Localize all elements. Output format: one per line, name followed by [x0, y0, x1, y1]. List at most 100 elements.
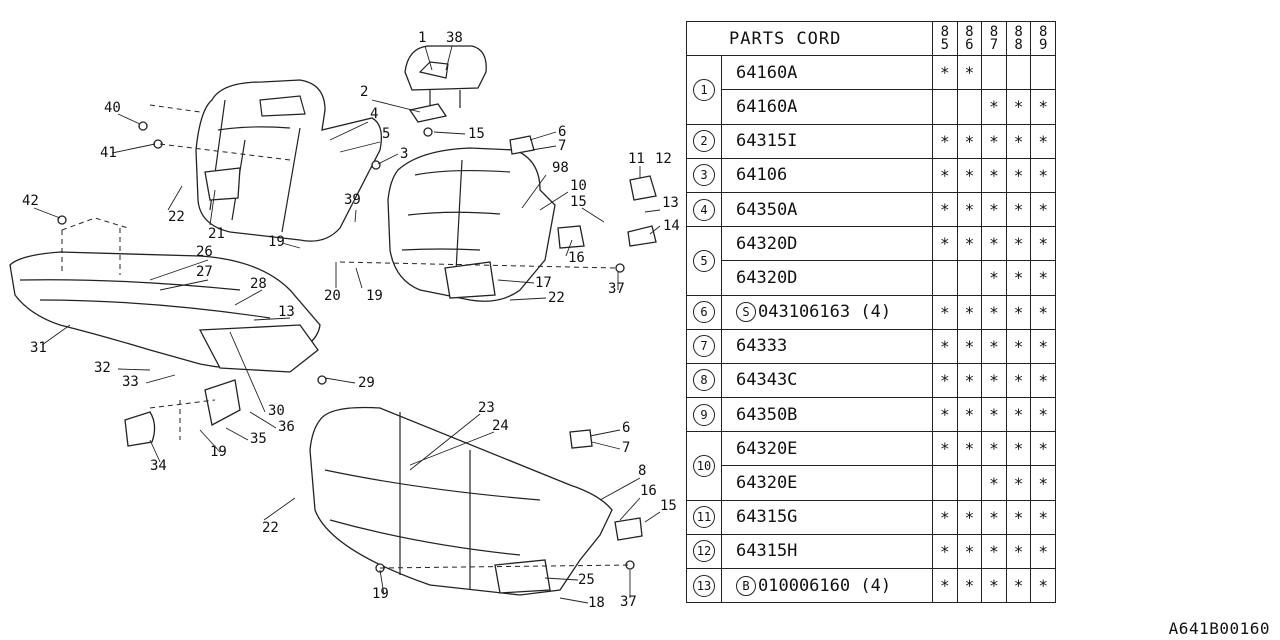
applicability-mark: *	[1030, 157, 1056, 193]
seat-cushion-drawing	[9, 217, 321, 373]
applicability-mark: *	[932, 499, 958, 535]
applicability-mark	[1005, 55, 1032, 91]
applicability-mark: *	[956, 533, 983, 570]
callout: 11	[628, 151, 645, 167]
callout: 5	[382, 126, 390, 142]
applicability-mark: *	[981, 157, 1007, 193]
callout: 15	[468, 126, 485, 142]
seat-exploded-diagram: 1 38 2 40 4 5 15 6 7 41 3 11 12 98 10 39…	[9, 30, 680, 611]
applicability-mark: *	[1030, 567, 1056, 604]
part-code: 64320D	[736, 267, 798, 288]
part-code-cell: 64320E	[721, 431, 933, 467]
part-code-cell: 64315G	[721, 499, 933, 535]
ref-number: 2	[693, 130, 715, 153]
callout: 27	[196, 264, 213, 280]
callout: 39	[344, 192, 361, 208]
applicability-mark: *	[981, 294, 1007, 330]
callout: 22	[168, 209, 185, 225]
applicability-mark: *	[956, 567, 983, 604]
applicability-mark: *	[932, 294, 958, 330]
lower-seat-back-drawing	[309, 406, 613, 596]
ref-number-cell: 12	[686, 533, 722, 570]
ref-number-cell: 9	[686, 397, 722, 433]
callout: 17	[535, 275, 552, 291]
applicability-mark: *	[956, 397, 983, 433]
ref-number-cell: 2	[686, 123, 722, 159]
callout: 22	[548, 290, 565, 306]
part-code: 64160A	[736, 62, 798, 83]
applicability-mark: *	[932, 567, 958, 604]
callout: 13	[278, 304, 295, 320]
applicability-mark: *	[1005, 533, 1032, 570]
callout: 19	[210, 444, 227, 460]
applicability-mark	[956, 465, 983, 501]
diagram-reference-code: A641B00160	[1168, 619, 1270, 638]
callout: 6	[622, 420, 630, 436]
applicability-mark: *	[1030, 260, 1056, 296]
ref-number: 13	[693, 574, 715, 597]
part-code-cell: 64160A	[721, 89, 933, 125]
applicability-mark: *	[1030, 191, 1056, 228]
callout: 25	[578, 572, 595, 588]
applicability-mark	[981, 55, 1007, 91]
ref-number-cell: 13	[686, 567, 722, 604]
part-code-cell: 64315H	[721, 533, 933, 570]
applicability-mark: *	[981, 226, 1007, 262]
ref-number-cell: 1	[686, 55, 722, 125]
callout: 4	[370, 106, 378, 122]
ref-number: 3	[693, 164, 715, 187]
applicability-mark: *	[981, 123, 1007, 159]
ref-number: 10	[693, 454, 715, 477]
applicability-mark: *	[1005, 499, 1032, 535]
callout: 40	[104, 100, 121, 116]
part-code-cell: 64106	[721, 157, 933, 193]
part-code: 64350B	[736, 404, 798, 425]
part-code: 64333	[736, 336, 788, 357]
part-code-cell: 64320D	[721, 260, 933, 296]
callout: 24	[492, 418, 509, 434]
applicability-mark: *	[1005, 397, 1032, 433]
callout: 12	[655, 151, 672, 167]
applicability-mark: *	[1030, 499, 1056, 535]
applicability-mark	[956, 89, 983, 125]
ref-number-cell: 3	[686, 157, 722, 193]
applicability-mark: *	[1005, 328, 1032, 364]
callout: 20	[324, 288, 341, 304]
ref-number-cell: 10	[686, 431, 722, 501]
applicability-mark: *	[932, 55, 958, 91]
applicability-mark: *	[981, 260, 1007, 296]
part-code-cell: 64350B	[721, 397, 933, 433]
table-row: 64320D***	[687, 260, 1056, 296]
applicability-mark: *	[932, 397, 958, 433]
callout: 38	[446, 30, 463, 46]
callout-labels: 1 38 2 40 4 5 15 6 7 41 3 11 12 98 10 39…	[22, 30, 680, 611]
part-code: 64320E	[736, 473, 798, 494]
applicability-mark: *	[981, 89, 1007, 125]
callout: 37	[620, 594, 637, 610]
applicability-mark: *	[932, 157, 958, 193]
callout: 31	[30, 340, 47, 356]
callout: 33	[122, 374, 139, 390]
callout: 30	[268, 403, 285, 419]
callout: 14	[663, 218, 680, 234]
applicability-mark	[932, 89, 958, 125]
leader-lines	[33, 45, 661, 604]
callout: 13	[662, 195, 679, 211]
applicability-mark: *	[1005, 260, 1032, 296]
part-code-cell: 64315I	[721, 123, 933, 159]
headrest-drawing	[404, 45, 487, 108]
callout: 18	[588, 595, 605, 611]
callout: 16	[640, 483, 657, 499]
part-code: 64315I	[736, 131, 798, 152]
applicability-mark: *	[1005, 294, 1032, 330]
callout: 15	[570, 194, 587, 210]
callout: 1	[418, 30, 426, 46]
callout: 19	[372, 586, 389, 602]
